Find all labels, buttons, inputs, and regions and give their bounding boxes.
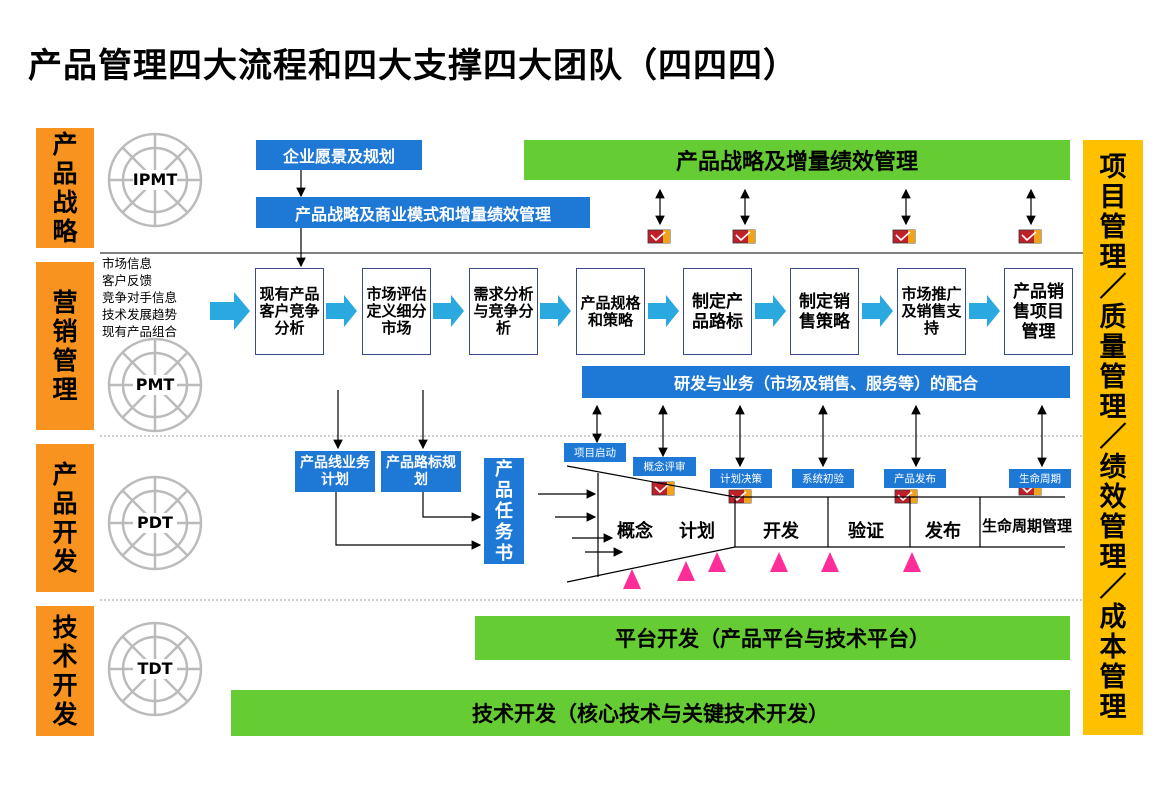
lane-label-development: 产品开发 — [36, 444, 94, 592]
business-model-box: 产品战略及商业模式和增量绩效管理 — [256, 197, 590, 228]
strategy-performance-bar: 产品战略及增量绩效管理 — [524, 140, 1070, 180]
phase-develop: 开发 — [763, 521, 799, 542]
team-tdt: TDT — [137, 659, 173, 678]
business-plan-box: 产品线业务计划 — [295, 451, 375, 492]
market-input-item: 竞争对手信息 — [102, 290, 178, 305]
gate-product-release: 产品发布 — [884, 469, 946, 488]
flow-arrows — [210, 292, 1000, 330]
team-ipmt: IPMT — [132, 170, 178, 189]
development-funnel — [566, 465, 1065, 583]
step-product-spec: 产品规格和策略 — [576, 268, 645, 355]
step-market-promotion: 市场推广及销售支持 — [897, 268, 966, 355]
team-pdt: PDT — [137, 513, 173, 532]
page-title: 产品管理四大流程和四大支撑四大团队（四四四） — [28, 46, 798, 86]
step-requirement-analysis: 需求分析与竞争分析 — [469, 268, 538, 355]
phase-plan: 计划 — [679, 521, 715, 542]
market-input-item: 技术发展趋势 — [102, 307, 178, 322]
milestone-triangles — [623, 552, 921, 589]
market-inputs: 市场信息 客户反馈 竞争对手信息 技术发展趋势 现有产品组合 — [102, 255, 177, 340]
vision-box: 企业愿景及规划 — [256, 140, 422, 170]
core-technology-bar: 技术开发（核心技术与关键技术开发） — [231, 690, 1070, 736]
roadmap-plan-box: 产品路标规划 — [381, 451, 461, 492]
lane-label-marketing: 营销管理 — [36, 262, 94, 430]
market-input-item: 客户反馈 — [102, 273, 153, 288]
phase-lifecycle: 生命周期管理 — [982, 517, 1073, 535]
gate-concept-review: 概念评审 — [633, 457, 696, 476]
step-sales-project: 产品销售项目管理 — [1004, 268, 1073, 355]
team-pmt: PMT — [135, 375, 175, 394]
gate-lifecycle: 生命周期 — [1009, 469, 1071, 488]
gate-project-start: 项目启动 — [564, 443, 626, 462]
step-customer-competition: 现有产品客户竞争分析 — [255, 268, 324, 355]
coordination-bar: 研发与业务（市场及销售、服务等）的配合 — [582, 366, 1070, 398]
step-market-segment: 市场评估定义细分市场 — [362, 268, 431, 355]
platform-development-bar: 平台开发（产品平台与技术平台） — [475, 616, 1070, 660]
gate-plan-decision: 计划决策 — [710, 469, 772, 488]
management-support-bar: 项目管理／质量管理／绩效管理／成本管理 — [1083, 140, 1143, 735]
phase-verify: 验证 — [848, 521, 884, 542]
lane-label-strategy: 产品战略 — [36, 128, 94, 248]
lane-label-technology: 技术开发 — [36, 606, 94, 736]
gate-system-check: 系统初验 — [792, 469, 854, 488]
market-input-item: 现有产品组合 — [102, 324, 178, 339]
market-input-item: 市场信息 — [102, 256, 153, 271]
step-product-roadmap: 制定产品路标 — [683, 268, 752, 355]
task-book-box: 产品任务书 — [484, 458, 524, 564]
step-sales-strategy: 制定销售策略 — [790, 268, 859, 355]
checkbox-icons — [647, 229, 1042, 504]
phase-concept: 概念 — [617, 521, 653, 542]
phase-release: 发布 — [925, 521, 961, 542]
